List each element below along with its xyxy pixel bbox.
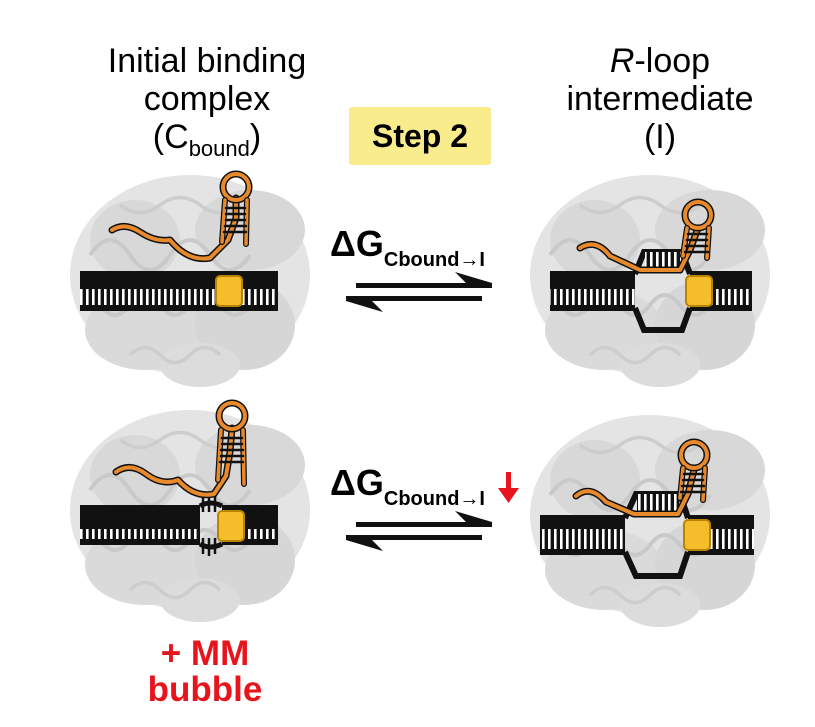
guide-rna-bottom-right: [572, 438, 711, 518]
right-title-line1: R-loop: [609, 42, 711, 80]
equilibrium-arrows-top: [346, 272, 492, 312]
equilibrium-arrows-bottom: [346, 511, 492, 551]
pam-box-bottom-right: [683, 519, 711, 551]
mm-label-line2: bubble: [147, 670, 263, 709]
right-title-line2: intermediate: [566, 80, 754, 118]
step-label: Step 2: [349, 107, 491, 165]
mm-bubble-label: + MM bubble: [100, 636, 310, 708]
delta-g-label-top: ΔGCbound→I: [330, 223, 485, 272]
right-title-line3: (I): [643, 118, 677, 156]
left-title-line1: Initial binding: [107, 42, 307, 80]
guide-rna-bottom-left: [112, 399, 249, 499]
pam-box-top-right: [685, 275, 713, 307]
left-title-line2: complex: [143, 80, 271, 118]
pam-box-top-left: [215, 275, 243, 307]
dna-duplex-bottom-left: [80, 494, 278, 556]
right-panel-title: R-loop intermediate (I): [510, 42, 810, 156]
pam-box-bottom-left: [217, 510, 245, 542]
dna-duplex-top-left: [80, 271, 278, 311]
left-panel-title: Initial binding complex (Cbound): [62, 42, 352, 168]
dna-duplex-bottom-right: [540, 491, 754, 579]
delta-g-label-bottom: ΔGCbound→I: [330, 462, 485, 511]
decrease-arrow-icon: [498, 472, 519, 503]
guide-rna-top-left: [108, 170, 253, 263]
mm-label-line1: + MM: [160, 634, 250, 673]
guide-rna-top-right: [576, 198, 715, 274]
left-title-line3: (Cbound): [152, 118, 262, 161]
